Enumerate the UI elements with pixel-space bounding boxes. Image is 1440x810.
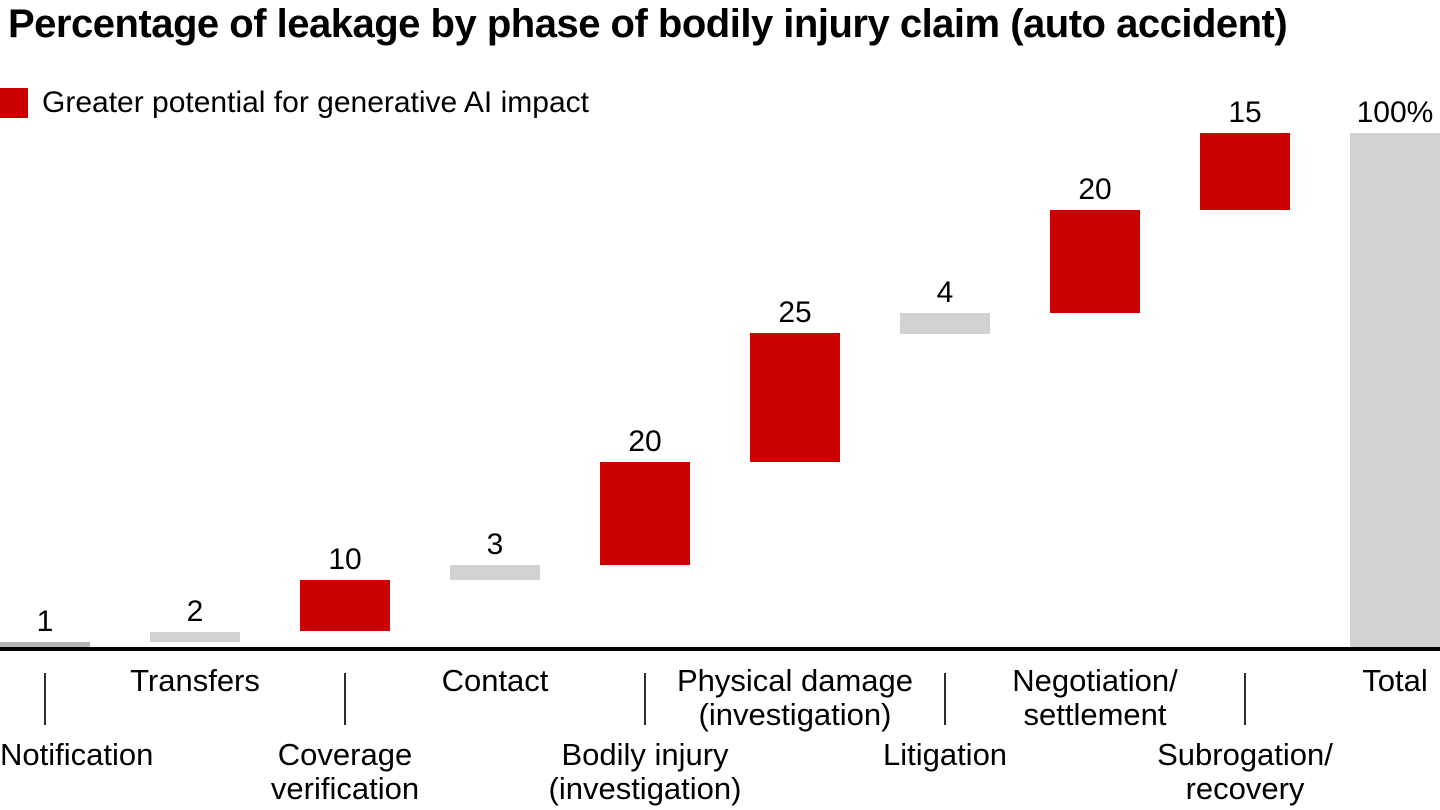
- value-label-bodily-injury-investigation: 20: [628, 425, 662, 458]
- bar-negotiation-settlement: [1050, 210, 1140, 313]
- x-axis-line: [0, 647, 1440, 651]
- legend: Greater potential for generative AI impa…: [0, 88, 589, 118]
- value-label-total: 100%: [1356, 96, 1434, 129]
- axis-tick-coverage-verification: [344, 673, 346, 725]
- axis-tick-litigation: [944, 673, 946, 725]
- x-axis-label-negotiation-settlement: Negotiation/settlement: [1012, 663, 1178, 732]
- chart-title: Percentage of leakage by phase of bodily…: [8, 2, 1288, 46]
- value-label-transfers: 2: [186, 595, 204, 628]
- bar-contact: [450, 565, 540, 580]
- x-axis-label-total: Total: [1362, 663, 1428, 698]
- axis-tick-notification: [44, 673, 46, 725]
- bar-notification: [0, 642, 90, 647]
- bar-bodily-injury-investigation: [600, 462, 690, 565]
- value-label-contact: 3: [486, 528, 504, 561]
- x-axis-label-litigation: Litigation: [882, 737, 1008, 772]
- bar-litigation: [900, 313, 990, 334]
- axis-tick-bodily-injury-investigation: [644, 673, 646, 725]
- bar-coverage-verification: [300, 580, 390, 631]
- x-axis-label-transfers: Transfers: [130, 663, 260, 698]
- value-label-negotiation-settlement: 20: [1078, 173, 1112, 206]
- value-label-coverage-verification: 10: [328, 543, 362, 576]
- bar-subrogation-recovery: [1200, 133, 1290, 210]
- legend-label: Greater potential for generative AI impa…: [42, 86, 589, 119]
- x-axis-label-physical-damage-investigation: Physical damage(investigation): [676, 663, 914, 732]
- bar-total: [1350, 133, 1440, 647]
- value-label-litigation: 4: [936, 276, 954, 309]
- x-axis-label-contact: Contact: [441, 663, 549, 698]
- x-axis-label-subrogation-recovery: Subrogation/recovery: [1157, 737, 1333, 806]
- bar-transfers: [150, 632, 240, 642]
- x-axis-label-notification: Notification: [0, 737, 154, 772]
- value-label-subrogation-recovery: 15: [1228, 96, 1262, 129]
- value-label-physical-damage-investigation: 25: [778, 296, 812, 329]
- value-label-notification: 1: [36, 605, 54, 638]
- impact-legend-swatch-icon: [0, 88, 28, 118]
- x-axis-label-bodily-injury-investigation: Bodily injury(investigation): [548, 737, 742, 806]
- bar-physical-damage-investigation: [750, 333, 840, 462]
- axis-tick-subrogation-recovery: [1244, 673, 1246, 725]
